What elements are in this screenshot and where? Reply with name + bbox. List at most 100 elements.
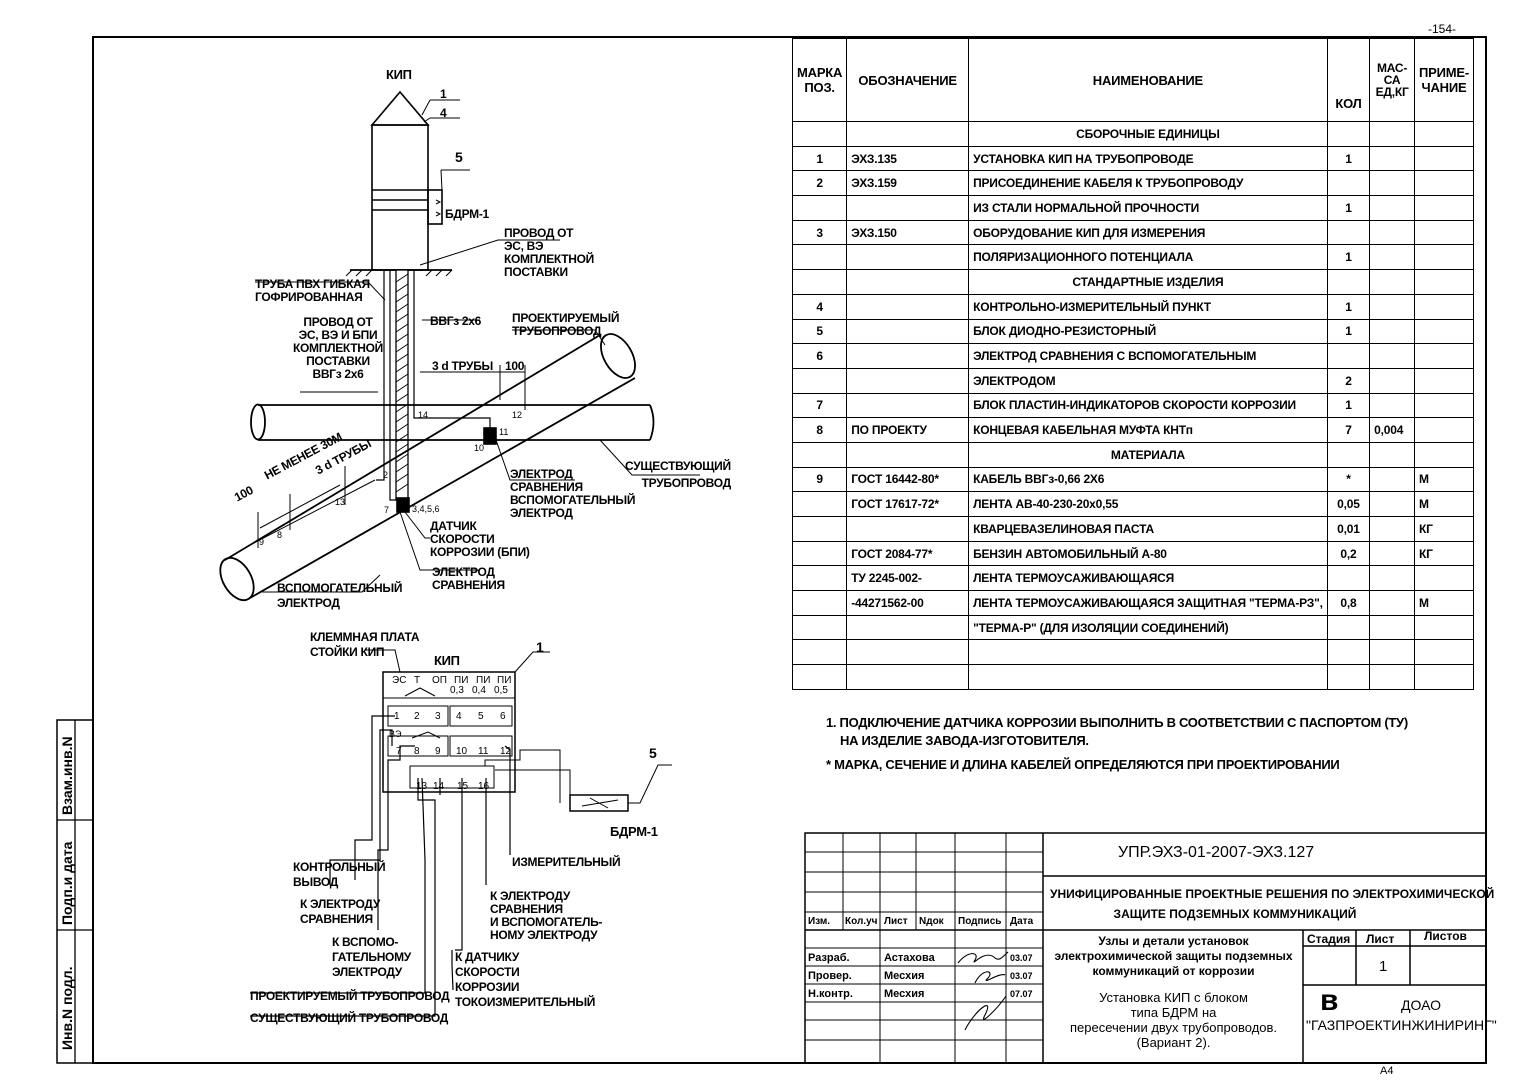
spec-row xyxy=(791,664,1475,690)
spec-cell-qty: 2 xyxy=(1326,367,1371,394)
spec-cell-note xyxy=(1413,392,1475,419)
spec-cell-pos: 1 xyxy=(791,145,848,172)
spec-cell-qty xyxy=(1326,614,1371,641)
spec-cell-note xyxy=(1413,244,1475,271)
spec-cell-note xyxy=(1413,639,1475,666)
spec-cell-qty xyxy=(1326,269,1371,295)
spec-cell-designation: ЭХЗ.135 xyxy=(846,145,970,172)
spec-row: "ТЕРМА-Р" (ДЛЯ ИЗОЛЯЦИИ СОЕДИНЕНИЙ) xyxy=(791,614,1475,641)
term-5: 5 xyxy=(478,711,484,722)
term-9: 9 xyxy=(435,746,441,757)
spec-cell-name: УСТАНОВКА КИП НА ТРУБОПРОВОДЕ xyxy=(968,145,1328,172)
spec-cell-mass xyxy=(1369,614,1415,641)
term-6: 6 xyxy=(500,711,506,722)
ve-label: ВЭ xyxy=(389,729,402,739)
spec-cell-pos xyxy=(791,664,848,690)
mark-12: 12 xyxy=(512,410,523,420)
hdr-qty: КОЛ xyxy=(1326,38,1371,122)
format-label: А4 xyxy=(1380,1065,1394,1077)
spec-cell-mass xyxy=(1369,244,1415,271)
wiring-designed-pipe: ПРОЕКТИРУЕМЫЙ ТРУБОПРОВОД xyxy=(250,989,450,1003)
spec-cell-note xyxy=(1413,195,1475,221)
term-2: 2 xyxy=(414,711,420,722)
spec-cell-designation: ЭХЗ.159 xyxy=(846,170,970,197)
spec-cell-qty: 7 xyxy=(1326,417,1371,443)
note-1: 1. ПОДКЛЮЧЕНИЕ ДАТЧИКА КОРРОЗИИ ВЫПОЛНИТ… xyxy=(826,715,1408,730)
spec-cell-qty xyxy=(1326,343,1371,369)
page-number: -154- xyxy=(1428,22,1457,36)
vvg-right-label: ВВГз 2х6 xyxy=(430,314,482,328)
spec-cell-designation: ПО ПРОЕКТУ xyxy=(846,417,970,443)
col-data: Дата xyxy=(1010,916,1034,927)
spec-cell-name: КОНТРОЛЬНО-ИЗМЕРИТЕЛЬНЫЙ ПУНКТ xyxy=(968,293,1328,320)
term-16: 16 xyxy=(478,781,490,792)
spec-cell-mass xyxy=(1369,664,1415,690)
spec-cell-mass xyxy=(1369,219,1415,246)
hdr-op: ОП xyxy=(432,675,447,686)
spec-cell-name: "ТЕРМА-Р" (ДЛЯ ИЗОЛЯЦИИ СОЕДИНЕНИЙ) xyxy=(968,614,1328,641)
hdr-t: Т xyxy=(414,675,421,686)
hdr-es: ЭС xyxy=(392,675,407,686)
spec-cell-name: ПРИСОЕДИНЕНИЕ КАБЕЛЯ К ТРУБОПРОВОДУ xyxy=(968,170,1328,197)
spec-cell-designation xyxy=(846,121,970,147)
spec-cell-designation: ЭХЗ.150 xyxy=(846,219,970,246)
name-prover: Месхия xyxy=(884,970,925,982)
spec-cell-designation: ТУ 2245-002- xyxy=(846,565,970,592)
wiring-existing-pipe: СУЩЕСТВУЮЩИЙ ТРУБОПРОВОД xyxy=(250,1011,449,1025)
note-star: * МАРКА, СЕЧЕНИЕ И ДЛИНА КАБЕЛЕЙ ОПРЕДЕЛ… xyxy=(826,757,1340,772)
spec-cell-name: ЭЛЕКТРОД СРАВНЕНИЯ С ВСПОМОГАТЕЛЬНЫМ xyxy=(968,343,1328,369)
org-name: ДОАО"ГАЗПРОЕКТИНЖИНИРИНГ" xyxy=(1306,997,1497,1033)
spec-row: 6 ЭЛЕКТРОД СРАВНЕНИЯ С ВСПОМОГАТЕЛЬНЫМ xyxy=(791,343,1475,369)
spec-cell-mass xyxy=(1369,540,1415,567)
spec-cell-pos xyxy=(791,269,848,295)
spec-cell-qty: 0,01 xyxy=(1326,516,1371,542)
col-podpis: Подпись xyxy=(958,916,1002,927)
spec-cell-mass xyxy=(1369,590,1415,616)
term-4: 4 xyxy=(456,711,462,722)
hdr-03: 0,3 xyxy=(450,685,464,696)
spec-cell-pos: 7 xyxy=(791,392,848,419)
mark-3456: 3,4,5,6 xyxy=(412,504,440,514)
spec-cell-note xyxy=(1413,614,1475,641)
spec-cell-qty: 0,8 xyxy=(1326,590,1371,616)
spec-cell-pos xyxy=(791,614,848,641)
spec-cell-designation xyxy=(846,343,970,369)
spec-cell-note xyxy=(1413,145,1475,172)
name-razrab: Астахова xyxy=(884,952,935,964)
mark-11: 11 xyxy=(499,427,509,437)
spec-cell-pos: 6 xyxy=(791,343,848,369)
hdr-pi1: ПИ xyxy=(454,675,469,686)
bdrm-box xyxy=(427,189,443,225)
hdr-pi2: ПИ xyxy=(476,675,491,686)
hdr-name: НАИМЕНОВАНИЕ xyxy=(968,38,1328,122)
col-ndok: Nдок xyxy=(919,916,944,927)
spec-row: СБОРОЧНЫЕ ЕДИНИЦЫ xyxy=(791,121,1475,147)
wiring-diagram xyxy=(250,649,672,1017)
term-7: 7 xyxy=(396,746,402,757)
callout-4: 4 xyxy=(440,106,447,120)
doc-code: УПР.ЭХЗ-01-2007-ЭХЗ.127 xyxy=(1118,844,1315,861)
term-8: 8 xyxy=(414,746,420,757)
spec-cell-qty: 1 xyxy=(1326,195,1371,221)
date-razrab: 03.07 xyxy=(1010,953,1033,963)
spec-cell-name xyxy=(968,664,1328,690)
spec-cell-name: МАТЕРИАЛА xyxy=(968,441,1328,468)
spec-cell-designation: ГОСТ 17617-72* xyxy=(846,491,970,517)
sheets-label: Листов xyxy=(1424,929,1467,943)
